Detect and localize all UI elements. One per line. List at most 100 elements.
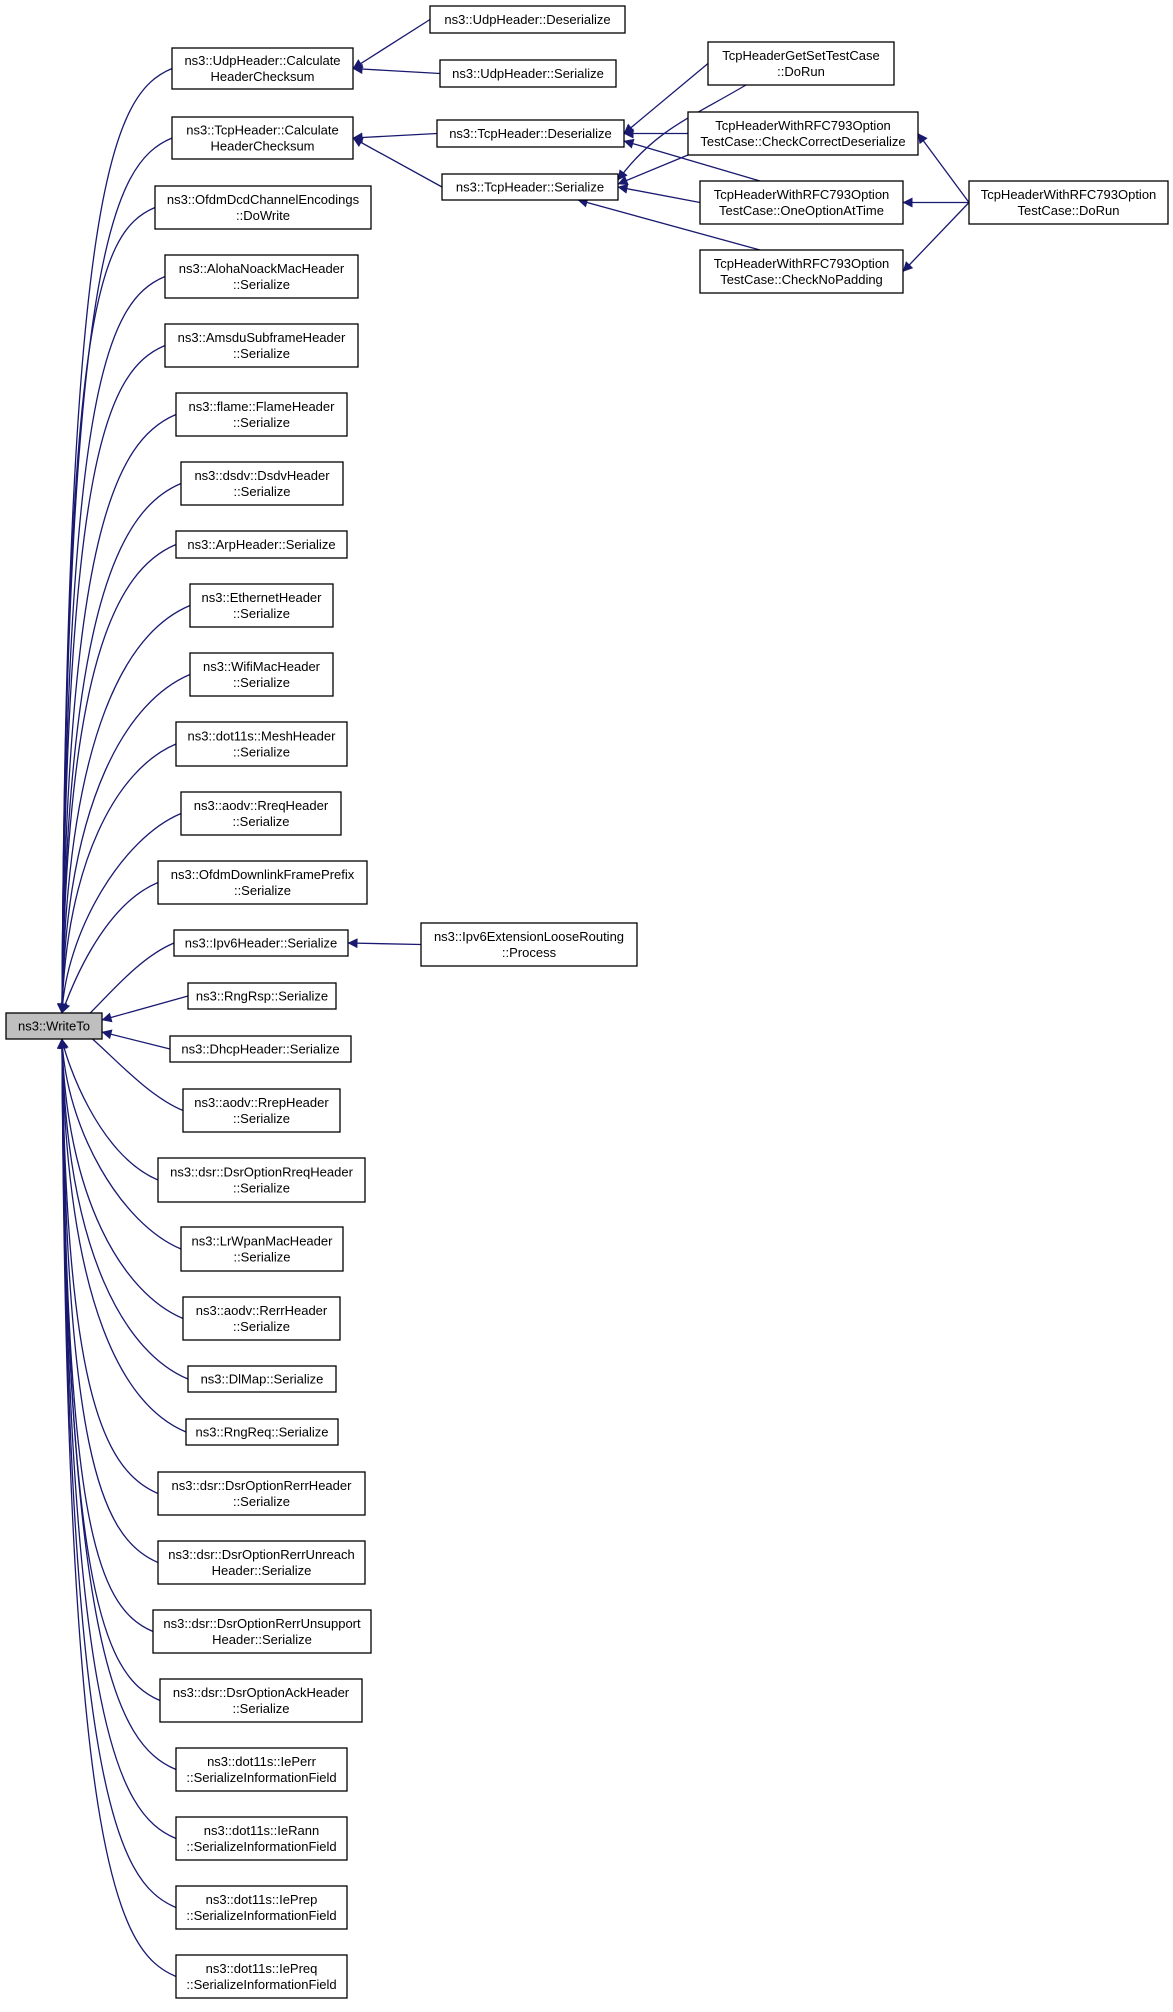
edge-tc_getset-to-tcp_ser [617, 84, 747, 181]
node-dsr-unreach[interactable]: ns3::dsr::DsrOptionRerrUnreachHeader::Se… [157, 1540, 366, 1585]
node-box [699, 180, 904, 225]
edge-tc_oneoption-to-tcp_ser [617, 183, 701, 204]
node-box [175, 1885, 348, 1930]
node-tcp-ser[interactable]: ns3::TcpHeader::Serialize [441, 173, 619, 201]
node-dsr-rerr[interactable]: ns3::dsr::DsrOptionRerrHeader::Serialize [157, 1471, 366, 1516]
node-box [157, 860, 368, 905]
node-dsr-ack[interactable]: ns3::dsr::DsrOptionAckHeader::Serialize [159, 1678, 363, 1723]
edge-aloha-to-writeto [57, 275, 166, 1014]
node-label-line: ns3::AmsduSubframeHeader [178, 330, 346, 345]
node-amsdu[interactable]: ns3::AmsduSubframeHeader::Serialize [164, 323, 359, 368]
node-label-line: ns3::dsr::DsrOptionRerrUnreach [168, 1547, 354, 1562]
node-box [436, 119, 625, 148]
edge-tcp_calc-to-writeto [57, 137, 173, 1014]
node-label-line: ::SerializeInformationField [186, 1908, 336, 1923]
node-label-line: Header::Serialize [212, 1632, 312, 1647]
node-label-line: ::Serialize [233, 606, 290, 621]
node-label-line: ns3::AlohaNoackMacHeader [179, 261, 345, 276]
node-label-line: ns3::dsr::DsrOptionRerrUnsupport [163, 1616, 361, 1631]
edge-ofdm_dcd-to-writeto [57, 206, 156, 1014]
node-ieprep[interactable]: ns3::dot11s::IePrep::SerializeInformatio… [175, 1885, 348, 1930]
node-label-line: HeaderChecksum [210, 69, 314, 84]
node-tc-getset[interactable]: TcpHeaderGetSetTestCase::DoRun [707, 41, 895, 86]
node-dlmap[interactable]: ns3::DlMap::Serialize [187, 1365, 337, 1393]
edge-ofdm_dl-to-writeto [60, 881, 159, 1014]
node-label-line: ns3::UdpHeader::Calculate [184, 53, 340, 68]
node-box [157, 1540, 366, 1585]
node-label-line: ::Serialize [233, 1181, 290, 1196]
node-label-line: ::SerializeInformationField [186, 1977, 336, 1992]
node-ofdm-dl[interactable]: ns3::OfdmDownlinkFramePrefix::Serialize [157, 860, 368, 905]
edge-rerr-to-writeto [57, 1038, 184, 1320]
node-label-line: ::SerializeInformationField [186, 1839, 336, 1854]
node-box [5, 1012, 103, 1040]
edge-dsr_rreq-to-writeto [58, 1038, 159, 1181]
node-aloha[interactable]: ns3::AlohaNoackMacHeader::Serialize [164, 254, 359, 299]
node-dsr-rreq[interactable]: ns3::dsr::DsrOptionRreqHeader::Serialize [157, 1157, 366, 1203]
edge-ipv6_loose-to-ipv6 [347, 938, 422, 949]
node-arp[interactable]: ns3::ArpHeader::Serialize [175, 530, 348, 559]
edge-wifimac-to-writeto [57, 673, 191, 1014]
edge-rreq-to-writeto [57, 812, 182, 1014]
node-label-line: ::Serialize [233, 484, 290, 499]
node-label-line: ns3::WriteTo [18, 1019, 90, 1034]
node-label-line: ns3::dsr::DsrOptionRreqHeader [170, 1165, 353, 1180]
node-label-line: TestCase::CheckCorrectDeserialize [700, 134, 905, 149]
edge-tcp_deser-to-tcp_calc [352, 132, 438, 143]
node-label-line: ns3::dot11s::MeshHeader [188, 729, 337, 744]
edge-dhcp-to-writeto [101, 1029, 171, 1050]
node-label-line: ns3::dsr::DsrOptionAckHeader [173, 1685, 350, 1700]
node-ieperr[interactable]: ns3::dot11s::IePerr::SerializeInformatio… [175, 1747, 348, 1792]
node-label-line: ns3::OfdmDcdChannelEncodings [167, 192, 360, 207]
node-rngreq[interactable]: ns3::RngReq::Serialize [185, 1418, 339, 1446]
node-dhcp[interactable]: ns3::DhcpHeader::Serialize [169, 1035, 352, 1063]
node-tcp-deser[interactable]: ns3::TcpHeader::Deserialize [436, 119, 625, 148]
node-tc-oneoption[interactable]: TcpHeaderWithRFC793OptionTestCase::OneOp… [699, 180, 904, 225]
node-label-line: ns3::UdpHeader::Serialize [452, 66, 604, 81]
node-ipv6[interactable]: ns3::Ipv6Header::Serialize [173, 929, 349, 957]
node-rngrsp[interactable]: ns3::RngRsp::Serialize [187, 982, 337, 1010]
node-label-line: ::Serialize [232, 1701, 289, 1716]
node-tc-checkcorrect[interactable]: TcpHeaderWithRFC793OptionTestCase::Check… [687, 111, 919, 156]
node-label-line: ns3::dot11s::IePerr [207, 1754, 317, 1769]
node-ipv6-loose[interactable]: ns3::Ipv6ExtensionLooseRouting::Process [420, 922, 638, 967]
node-tc-nopadding[interactable]: TcpHeaderWithRFC793OptionTestCase::Check… [699, 249, 904, 294]
node-box [175, 721, 348, 767]
node-lrwpan[interactable]: ns3::LrWpanMacHeader::Serialize [180, 1226, 344, 1272]
edge-tc_getset-to-tcp_deser [623, 63, 709, 134]
node-rerr[interactable]: ns3::aodv::RerrHeader::Serialize [182, 1296, 341, 1341]
node-mesh[interactable]: ns3::dot11s::MeshHeader::Serialize [175, 721, 348, 767]
edge-rngreq-to-writeto [57, 1038, 187, 1433]
edge-ethernet-to-writeto [57, 604, 191, 1014]
node-label-line: ns3::UdpHeader::Deserialize [444, 12, 610, 27]
node-writeto[interactable]: ns3::WriteTo [5, 1012, 103, 1040]
node-box [968, 180, 1169, 225]
node-rrep[interactable]: ns3::aodv::RrepHeader::Serialize [182, 1088, 341, 1133]
node-udp-ser[interactable]: ns3::UdpHeader::Serialize [439, 59, 617, 88]
node-wifimac[interactable]: ns3::WifiMacHeader::Serialize [189, 652, 334, 697]
edge-udp_ser-to-udp_calc [352, 64, 441, 75]
node-box [180, 461, 344, 506]
node-dsdv[interactable]: ns3::dsdv::DsdvHeader::Serialize [180, 461, 344, 506]
node-box [687, 111, 919, 156]
node-label-line: TestCase::CheckNoPadding [720, 272, 883, 287]
node-box [182, 1296, 341, 1341]
node-box [164, 254, 359, 299]
node-label-line: ::Serialize [233, 675, 290, 690]
node-rreq[interactable]: ns3::aodv::RreqHeader::Serialize [180, 791, 342, 836]
node-label-line: ns3::TcpHeader::Serialize [456, 180, 604, 195]
node-iepreq[interactable]: ns3::dot11s::IePreq::SerializeInformatio… [175, 1954, 348, 1999]
nodes-layer: ns3::WriteTons3::UdpHeader::CalculateHea… [5, 5, 1169, 1999]
node-ofdm-dcd[interactable]: ns3::OfdmDcdChannelEncodings::DoWrite [154, 185, 372, 230]
node-udp-deser[interactable]: ns3::UdpHeader::Deserialize [429, 5, 626, 34]
node-label-line: ns3::RngReq::Serialize [196, 1425, 329, 1440]
node-dsr-unsupport[interactable]: ns3::dsr::DsrOptionRerrUnsupportHeader::… [152, 1609, 372, 1654]
node-box [152, 1609, 372, 1654]
node-flame[interactable]: ns3::flame::FlameHeader::Serialize [175, 392, 348, 437]
node-ethernet[interactable]: ns3::EthernetHeader::Serialize [189, 583, 334, 628]
node-ierann[interactable]: ns3::dot11s::IeRann::SerializeInformatio… [175, 1816, 348, 1861]
node-label-line: ns3::WifiMacHeader [203, 659, 321, 674]
